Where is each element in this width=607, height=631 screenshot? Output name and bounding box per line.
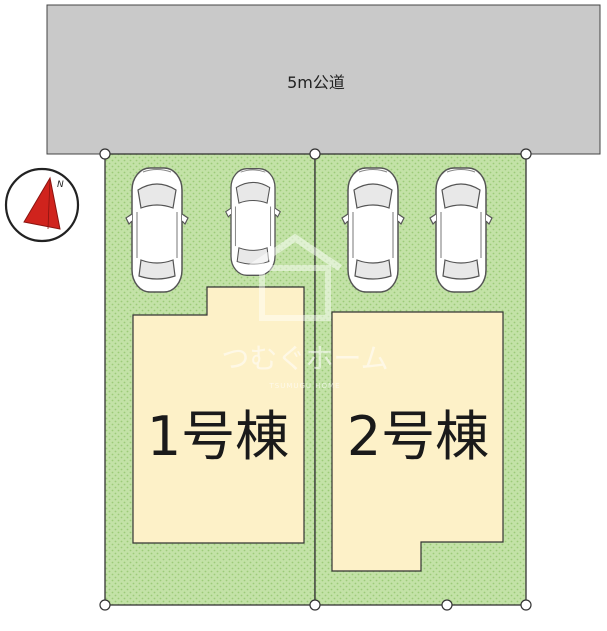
watermark-text: つむぐホーム xyxy=(221,342,388,375)
north-compass-icon: N xyxy=(4,167,80,243)
boundary-marker xyxy=(99,599,111,611)
boundary-marker xyxy=(99,148,111,160)
parking-car-1a xyxy=(125,167,189,293)
boundary-marker xyxy=(520,599,532,611)
road-label: 5m公道 xyxy=(287,73,345,92)
watermark-subtext: TSUMUGU HOME xyxy=(268,382,340,390)
building-1-label: 1号棟 xyxy=(147,405,289,468)
public-road xyxy=(46,4,601,155)
parking-car-2b xyxy=(429,167,493,293)
building-2-label: 2号棟 xyxy=(347,405,489,468)
north-label: N xyxy=(57,180,64,190)
boundary-marker xyxy=(309,148,321,160)
parking-car-2a xyxy=(341,167,405,293)
boundary-marker xyxy=(441,599,453,611)
watermark-logo xyxy=(248,233,342,321)
boundary-marker xyxy=(520,148,532,160)
parking-car-1b xyxy=(225,168,281,276)
boundary-marker xyxy=(309,599,321,611)
building-2-footprint xyxy=(331,311,504,572)
boundary-markers xyxy=(99,148,532,611)
building-1-footprint xyxy=(132,286,305,544)
